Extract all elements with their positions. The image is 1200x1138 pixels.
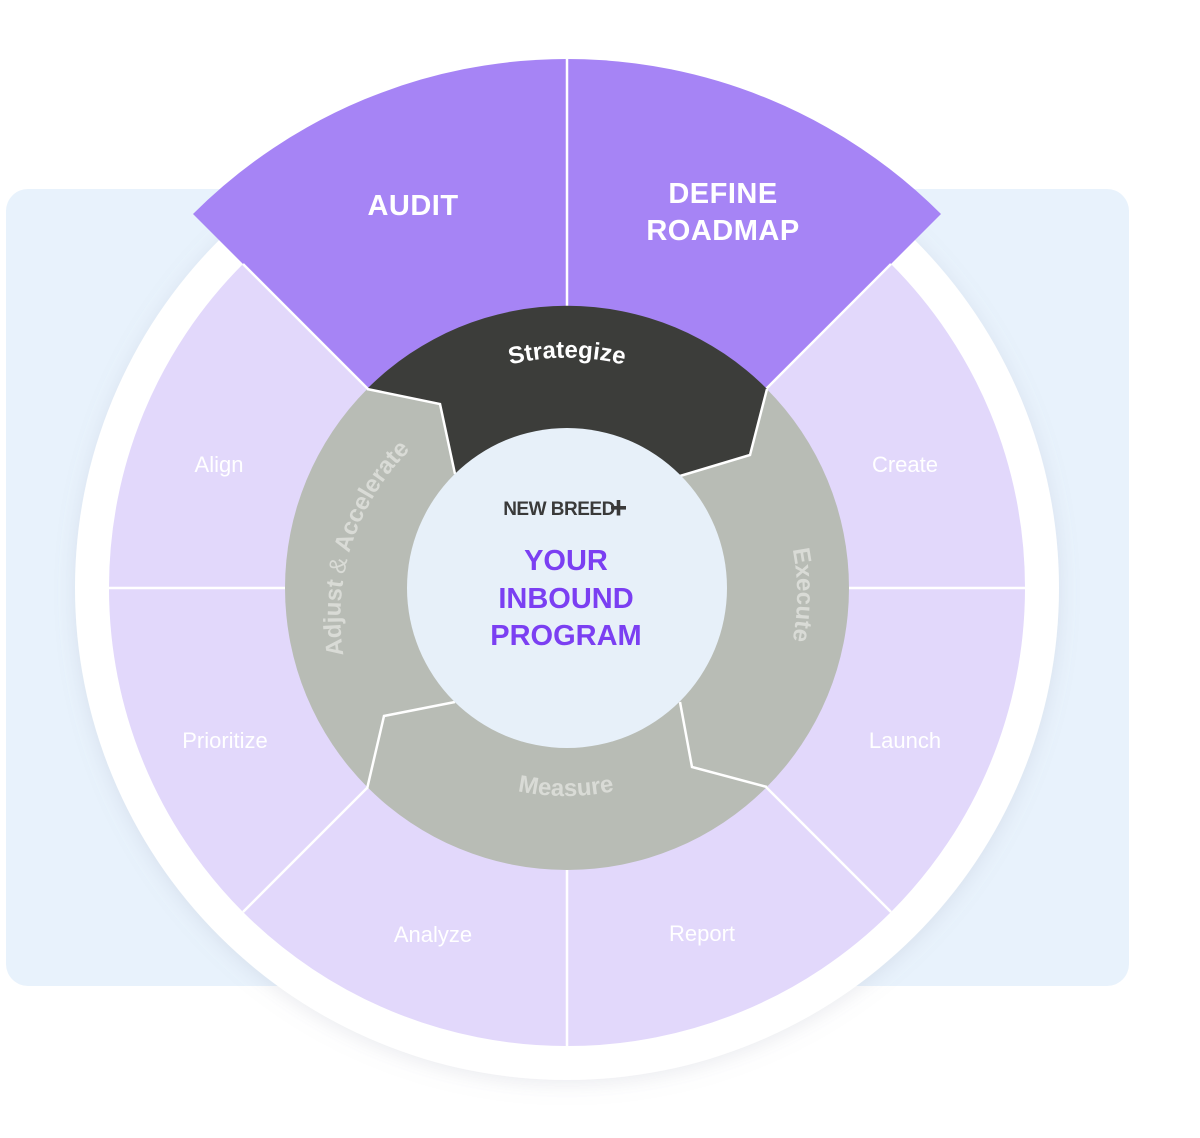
label-prioritize: Prioritize	[182, 728, 268, 753]
center-title-line1: YOUR	[524, 545, 608, 577]
label-roadmap: ROADMAP	[646, 215, 799, 247]
phase-dividers	[365, 387, 769, 790]
plus-icon	[611, 500, 626, 516]
phase-measure-label: Measure	[517, 770, 616, 802]
label-launch: Launch	[869, 728, 941, 753]
label-align: Align	[195, 452, 244, 477]
brand-logo: NEW BREED	[503, 499, 626, 520]
phase-amp: &	[324, 555, 354, 576]
label-create: Create	[872, 452, 938, 477]
label-report: Report	[669, 921, 735, 946]
label-audit: AUDIT	[367, 190, 458, 222]
center-title-line2: INBOUND	[498, 583, 633, 615]
label-define: DEFINE	[668, 178, 777, 210]
brand-name: NEW BREED	[503, 499, 615, 520]
phase-strategize-wedge	[367, 305, 767, 476]
center-circle	[407, 428, 727, 748]
label-analyze: Analyze	[394, 922, 472, 947]
phase-adjust-word: Adjust	[319, 578, 349, 658]
center-title-line3: PROGRAM	[490, 620, 641, 652]
phase-execute-label: Execute	[787, 546, 818, 645]
